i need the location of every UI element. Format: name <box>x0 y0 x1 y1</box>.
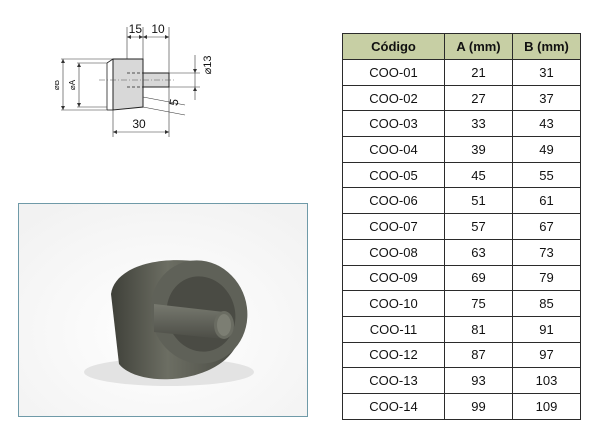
dim-top-left: 15 <box>129 22 143 36</box>
cell-b: 43 <box>512 110 581 138</box>
cell-b: 61 <box>512 187 581 215</box>
cell-b: 55 <box>512 161 581 189</box>
technical-drawing: 15 10 ⌀13 5 30 ⌀B ⌀A <box>55 22 214 137</box>
header-codigo: Código <box>342 33 445 60</box>
cell-a: 99 <box>444 392 513 420</box>
cell-b: 67 <box>512 213 581 240</box>
cell-code: COO-10 <box>342 290 445 317</box>
cell-b: 91 <box>512 315 581 343</box>
cell-b: 103 <box>512 367 581 394</box>
cell-a: 75 <box>444 290 513 317</box>
cell-a: 51 <box>444 187 513 215</box>
cell-a: 81 <box>444 315 513 343</box>
cell-b: 31 <box>512 59 581 86</box>
cell-b: 73 <box>512 238 581 266</box>
cell-code: COO-11 <box>342 315 445 343</box>
dim-top-right: 10 <box>151 22 165 36</box>
cell-code: COO-13 <box>342 367 445 394</box>
cell-code: COO-02 <box>342 84 445 112</box>
drawing-cone-body <box>112 58 144 111</box>
cell-a: 39 <box>444 136 513 163</box>
render-pin <box>154 304 224 339</box>
cell-b: 109 <box>512 392 581 420</box>
cell-a: 57 <box>444 213 513 240</box>
cell-a: 63 <box>444 238 513 266</box>
cell-a: 27 <box>444 84 513 112</box>
cell-code: COO-03 <box>342 110 445 138</box>
cell-code: COO-08 <box>342 238 445 266</box>
header-a-mm: A (mm) <box>444 33 513 60</box>
header-b-mm: B (mm) <box>512 33 581 60</box>
cell-b: 85 <box>512 290 581 317</box>
cell-code: COO-12 <box>342 341 445 369</box>
cell-a: 87 <box>444 341 513 369</box>
cell-code: COO-07 <box>342 213 445 240</box>
cell-b: 97 <box>512 341 581 369</box>
cell-a: 45 <box>444 161 513 189</box>
cell-a: 69 <box>444 264 513 292</box>
dim-diameter-13: ⌀13 <box>202 56 214 75</box>
product-photo-frame <box>18 203 308 417</box>
dim-chamfer: 5 <box>167 97 182 106</box>
cell-b: 49 <box>512 136 581 163</box>
cell-code: COO-06 <box>342 187 445 215</box>
product-render <box>19 204 307 416</box>
cell-b: 79 <box>512 264 581 292</box>
table-header-row: Código A (mm) B (mm) <box>342 33 581 60</box>
cell-code: COO-04 <box>342 136 445 163</box>
cell-a: 21 <box>444 59 513 86</box>
dim-diameter-b: ⌀B <box>55 80 61 90</box>
cell-code: COO-09 <box>342 264 445 292</box>
cell-b: 37 <box>512 84 581 112</box>
cell-code: COO-01 <box>342 59 445 86</box>
dim-bottom-30: 30 <box>132 117 146 131</box>
cell-a: 33 <box>444 110 513 138</box>
cell-code: COO-05 <box>342 161 445 189</box>
dim-diameter-a: ⌀A <box>68 79 77 90</box>
cell-code: COO-14 <box>342 392 445 420</box>
cell-a: 93 <box>444 367 513 394</box>
